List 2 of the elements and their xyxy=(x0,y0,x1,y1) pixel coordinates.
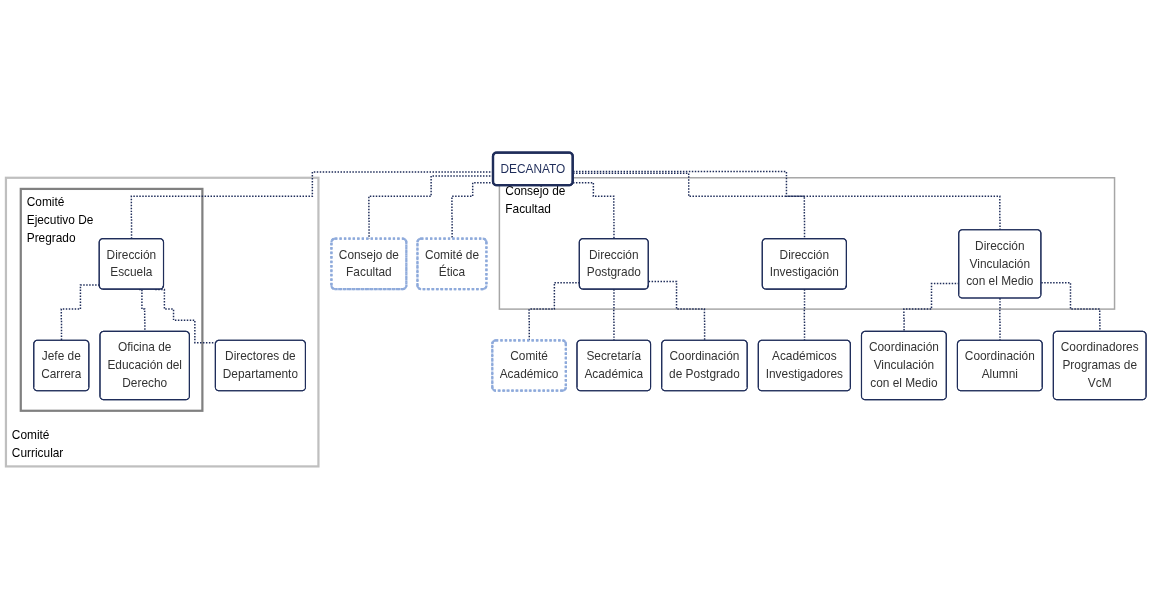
connector xyxy=(572,172,806,240)
connector xyxy=(138,288,146,333)
